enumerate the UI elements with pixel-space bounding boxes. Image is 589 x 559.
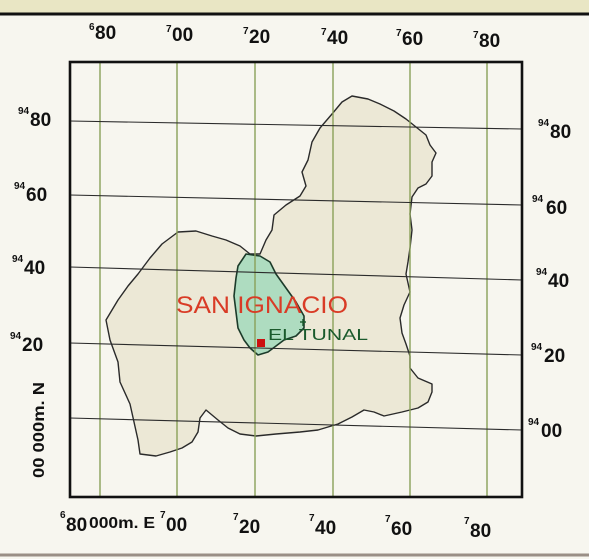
town-square [257, 339, 265, 347]
y-tick-right-sup: 94 [532, 194, 544, 205]
x-tick-top: 6 80 [89, 22, 116, 44]
highlighted-district [233, 253, 305, 356]
x-tick-bottom-sup: 6 [60, 510, 66, 521]
y-axis-right: 94 80 94 60 94 40 94 20 94 00 [528, 118, 571, 442]
x-tick-bottom-main: 20 [239, 517, 260, 538]
x-tick-top-main: 00 [172, 25, 193, 46]
x-tick-top-sup: 7 [166, 24, 172, 35]
y-axis-left: 94 80 94 60 94 40 94 20 00 000m. N [10, 106, 51, 478]
y-tick-left-main: 20 [22, 335, 43, 356]
x-tick-bottom-main: 40 [315, 518, 336, 539]
town-marker-el-tunal [257, 319, 306, 347]
y-tick-right: 94 80 [538, 118, 571, 143]
y-tick-right: 94 00 [528, 417, 562, 442]
x-tick-top-sup: 7 [473, 30, 479, 41]
x-tick-bottom-main: 60 [391, 519, 412, 540]
x-tick-bottom-main: 00 [166, 515, 187, 536]
x-tick-top: 7 00 [166, 24, 193, 46]
x-tick-bottom: 7 00 [160, 510, 187, 536]
grid-line-y20 [69, 342, 523, 356]
x-tick-top-sup: 7 [321, 27, 327, 38]
y-tick-right-sup: 94 [528, 417, 540, 428]
y-tick-right: 94 40 [536, 267, 569, 292]
x-tick-top-sup: 6 [89, 22, 95, 33]
municipality-label: SAN IGNACIO [176, 292, 348, 319]
x-tick-top-main: 60 [402, 29, 423, 50]
y-tick-right-sup: 94 [531, 342, 543, 353]
y-tick-left-main: 40 [24, 258, 45, 279]
y-tick-left-sup: 94 [18, 106, 30, 117]
y-tick-left: 94 60 [14, 181, 47, 206]
y-tick-right-main: 00 [541, 421, 562, 442]
x-axis-top: 6 80 7 00 7 20 7 40 7 60 7 80 [89, 22, 500, 52]
y-tick-left-sup: 94 [10, 331, 22, 342]
x-tick-bottom-sup: 7 [160, 510, 166, 521]
y-tick-left-sup: 94 [12, 254, 24, 265]
y-tick-left-main: 80 [30, 110, 51, 131]
grid-line-y40 [69, 266, 523, 281]
y-tick-right-main: 60 [546, 198, 567, 219]
x-tick-top-sup: 7 [396, 28, 402, 39]
y-tick-left-main: 60 [26, 185, 47, 206]
x-tick-top-main: 80 [95, 23, 116, 44]
y-tick-right-sup: 94 [536, 267, 548, 278]
y-tick-left: 94 20 [10, 331, 43, 356]
x-tick-bottom: 7 60 [385, 514, 412, 540]
grid-line-y80 [69, 120, 523, 130]
x-tick-top-main: 80 [479, 31, 500, 52]
x-tick-bottom-sup: 7 [233, 512, 239, 523]
x-tick-top-main: 40 [327, 28, 348, 49]
y-tick-right-main: 20 [544, 346, 565, 367]
y-tick-right-main: 40 [548, 271, 569, 292]
y-tick-left: 94 80 [18, 106, 51, 131]
grid-line-y00 [69, 417, 523, 431]
x-tick-top-main: 20 [249, 27, 270, 48]
y-tick-left: 94 40 [12, 254, 45, 279]
x-tick-bottom-main: 80 [470, 521, 491, 542]
page-top-border [0, 0, 589, 14]
x-tick-bottom-main: 80 [66, 515, 87, 536]
x-tick-bottom: 7 20 [233, 512, 260, 538]
x-tick-bottom-sup: 7 [385, 514, 391, 525]
x-tick-bottom: 6 80 000m. E [60, 510, 155, 536]
x-tick-bottom: 7 40 [309, 513, 336, 539]
x-tick-bottom: 7 80 [464, 516, 491, 542]
y-tick-left-sup: 94 [14, 181, 26, 192]
map-frame [68, 60, 524, 499]
x-tick-top: 7 20 [243, 26, 270, 48]
x-tick-top: 7 80 [473, 30, 500, 52]
x-tick-bottom-sup: 7 [464, 516, 470, 527]
town-label: EL TUNAL [268, 327, 368, 344]
x-axis-bottom: 6 80 000m. E 7 00 7 20 7 40 7 60 [60, 510, 491, 542]
y-tick-right: 94 20 [531, 342, 565, 367]
y-tick-right: 94 60 [532, 194, 567, 219]
grid-line-y60 [69, 194, 523, 206]
x-tick-top: 7 40 [321, 27, 348, 49]
y-tick-right-main: 80 [550, 122, 571, 143]
x-tick-bottom-unit: 000m. E [89, 515, 155, 532]
x-tick-top-sup: 7 [243, 26, 249, 37]
x-tick-top: 7 60 [396, 28, 423, 50]
x-tick-bottom-sup: 7 [309, 513, 315, 524]
y-tick-right-sup: 94 [538, 118, 550, 129]
y-axis-unit-label: 00 000m. N [31, 382, 48, 478]
grid-horizontal-lines [69, 120, 523, 431]
